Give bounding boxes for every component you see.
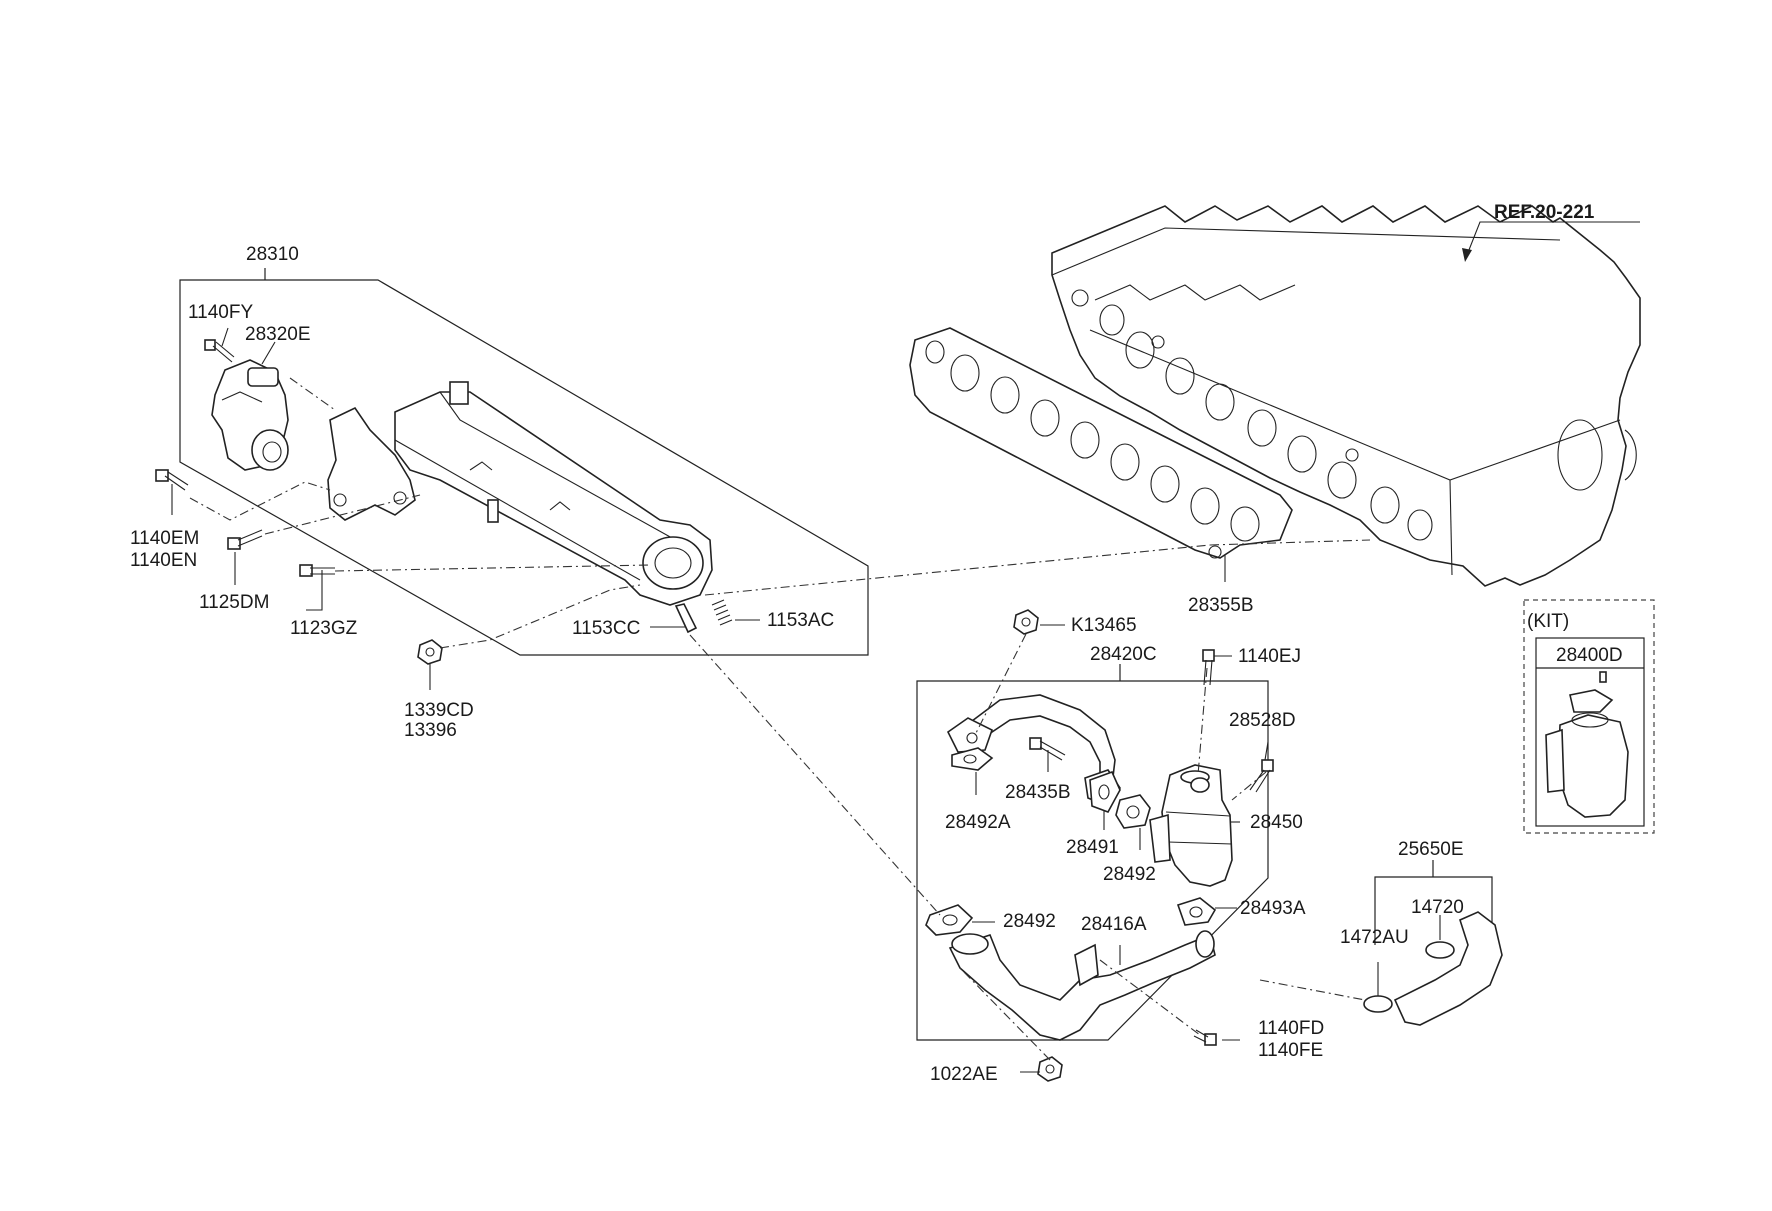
nut-1339cd (417, 639, 443, 665)
label-28320e[interactable]: 28320E (245, 324, 311, 345)
bolt-28528d (1249, 759, 1274, 793)
gasket-28492-lower (925, 904, 974, 936)
label-25650e[interactable]: 25650E (1398, 839, 1464, 860)
egr-pipe-28416a (948, 930, 1216, 1041)
label-1022ae[interactable]: 1022AE (930, 1064, 998, 1085)
label-k13465[interactable]: K13465 (1071, 615, 1137, 636)
label-1153ac[interactable]: 1153AC (767, 610, 834, 631)
label-1140fe[interactable]: 1140FE (1258, 1040, 1323, 1061)
label-1123gz[interactable]: 1123GZ (290, 618, 358, 639)
nut-k13465 (1013, 609, 1039, 635)
bolt-28435b (1029, 737, 1066, 761)
bolt-1125dm (227, 529, 263, 550)
label-28400d[interactable]: 28400D (1556, 645, 1623, 666)
label-28450[interactable]: 28450 (1250, 812, 1303, 833)
group-box-28310 (179, 268, 869, 656)
group-bracket-25650e (1374, 860, 1493, 945)
kit-title: (KIT) (1527, 611, 1569, 632)
clamp-14720 (1425, 941, 1455, 959)
label-28355b[interactable]: 28355B (1188, 595, 1254, 616)
leader-lines (171, 221, 1640, 1073)
stud-1153ac (711, 599, 733, 626)
bolt-1140ej (1202, 649, 1215, 686)
label-1140ej[interactable]: 1140EJ (1238, 646, 1301, 667)
label-28492-upper[interactable]: 28492 (1103, 864, 1156, 885)
label-13396[interactable]: 13396 (404, 720, 457, 741)
stud-1153cc (674, 603, 698, 634)
label-28416a[interactable]: 28416A (1081, 914, 1147, 935)
bolt-1140fd (1193, 1029, 1217, 1046)
gasket-28492-upper (1115, 794, 1151, 829)
gasket-28355b (909, 327, 1293, 559)
gasket-28491 (1089, 770, 1121, 813)
bolt-1140em (155, 469, 189, 491)
bolt-1140fy (204, 339, 235, 363)
clamp-1472au (1363, 995, 1393, 1013)
egr-cooler (394, 381, 713, 606)
mounting-bracket (327, 406, 416, 521)
label-1153cc[interactable]: 1153CC (572, 618, 640, 639)
ref-label[interactable]: REF.20-221 (1494, 202, 1595, 223)
nut-1022ae (1037, 1056, 1063, 1082)
kit-box (1523, 599, 1655, 834)
label-28420c[interactable]: 28420C (1090, 644, 1157, 665)
bolt-1123gz (299, 564, 335, 577)
label-1140em[interactable]: 1140EM (130, 528, 199, 549)
label-1339cd[interactable]: 1339CD (404, 700, 474, 721)
label-28491[interactable]: 28491 (1066, 837, 1119, 858)
label-1472au[interactable]: 1472AU (1340, 927, 1409, 948)
cylinder-head (1051, 205, 1641, 587)
label-28528d[interactable]: 28528D (1229, 710, 1296, 731)
egr-valve-28450 (1149, 764, 1233, 887)
label-1140fd[interactable]: 1140FD (1258, 1018, 1324, 1039)
label-1125dm[interactable]: 1125DM (199, 592, 269, 613)
label-28493a[interactable]: 28493A (1240, 898, 1306, 919)
label-28435b[interactable]: 28435B (1005, 782, 1071, 803)
label-28310[interactable]: 28310 (246, 244, 299, 265)
label-14720[interactable]: 14720 (1411, 897, 1464, 918)
part-labels: REF.20-221 28310 1140FY 28320E 1140EM 11… (130, 202, 1623, 1085)
label-1140fy[interactable]: 1140FY (188, 302, 253, 323)
gasket-28492a (951, 747, 994, 771)
hose-25650e (1393, 911, 1503, 1026)
egr-actuator-28320e (211, 359, 289, 471)
gasket-28493a (1176, 897, 1217, 926)
label-28492a[interactable]: 28492A (945, 812, 1011, 833)
label-28492-lower[interactable]: 28492 (1003, 911, 1056, 932)
label-1140en[interactable]: 1140EN (130, 550, 197, 571)
